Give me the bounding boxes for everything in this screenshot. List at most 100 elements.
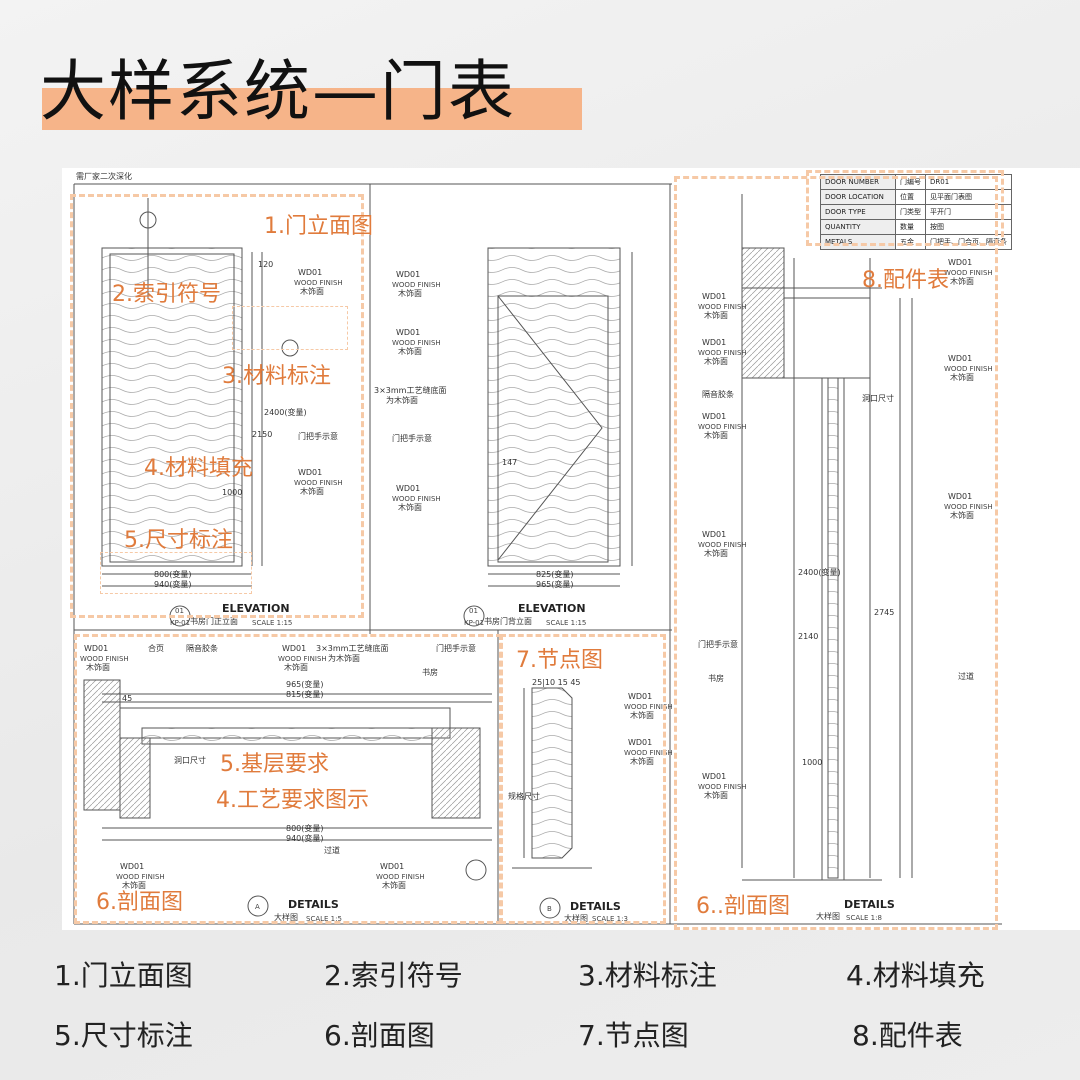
dim-h2: 2400(变量) bbox=[264, 408, 307, 417]
finish-code: WD bbox=[298, 468, 313, 477]
room-study-a: 书房 bbox=[422, 668, 438, 677]
title-highlight bbox=[42, 88, 582, 130]
finish-cn: 木饰面 bbox=[398, 347, 422, 356]
elev-heading-left: ELEVATION bbox=[222, 602, 290, 615]
dims-b: 25|10 15 45 bbox=[532, 678, 581, 687]
finish-code: WD bbox=[702, 338, 717, 347]
legend-item: 6.剖面图 bbox=[324, 1019, 435, 1052]
room-corridor-a: 过道 bbox=[324, 846, 340, 855]
finish-en: WOOD FINISH bbox=[624, 749, 673, 757]
finish-en: WOOD FINISH bbox=[944, 365, 993, 373]
groove-a-2: 为木饰面 bbox=[328, 654, 360, 663]
sheet-header: 需厂家二次深化 bbox=[76, 172, 132, 181]
finish-no: 01 bbox=[312, 468, 323, 477]
finish-code: WD bbox=[396, 328, 411, 337]
tag-base-requirement: 5.基层要求 bbox=[220, 752, 329, 777]
sectC-sub: 大样图 bbox=[816, 912, 840, 921]
annotation-box-elevation bbox=[70, 194, 364, 618]
finish-no: 01 bbox=[98, 644, 109, 653]
room-study-c: 书房 bbox=[708, 674, 724, 683]
seal-c: 隔音胶条 bbox=[702, 390, 734, 399]
finish-en: WOOD FINISH bbox=[698, 423, 747, 431]
elev-no-right: 01 bbox=[469, 607, 478, 615]
finish-no: 01 bbox=[716, 292, 727, 301]
drawing-lines bbox=[73, 183, 1002, 925]
handle-label: 门把手示意 bbox=[298, 432, 338, 441]
groove-label-2: 为木饰面 bbox=[386, 396, 418, 405]
finish-cn: 木饰面 bbox=[122, 881, 146, 890]
tag-section-2: 6..剖面图 bbox=[696, 894, 790, 919]
dim-h3: 1000 bbox=[222, 488, 243, 497]
legend-item: 3.材料标注 bbox=[578, 959, 717, 992]
finish-cn: 木饰面 bbox=[630, 757, 654, 766]
elev-sheet-right: KP-01 bbox=[464, 619, 485, 627]
finish-code: WD bbox=[298, 268, 313, 277]
finish-cn: 木饰面 bbox=[284, 663, 308, 672]
finish-code: WD bbox=[702, 292, 717, 301]
room-corridor-c: 过道 bbox=[958, 672, 974, 681]
dim-a-w4: 940(变量) bbox=[286, 834, 324, 843]
elev-sub-left: 书房门正立面 bbox=[190, 617, 238, 626]
handle-label-back: 门把手示意 bbox=[392, 434, 432, 443]
legend-item: 1.门立面图 bbox=[54, 959, 193, 992]
finish-en: WOOD FINISH bbox=[278, 655, 327, 663]
elev-sub-right: 书房门背立面 bbox=[484, 617, 532, 626]
finish-code: WD bbox=[702, 772, 717, 781]
finish-no: 01 bbox=[962, 492, 973, 501]
finish-en: WOOD FINISH bbox=[294, 479, 343, 487]
finish-en: WOOD FINISH bbox=[392, 339, 441, 347]
elev-scale-left: SCALE 1:15 bbox=[252, 619, 293, 627]
size-b: 规格尺寸 bbox=[508, 792, 540, 801]
finish-code: WD bbox=[628, 692, 643, 701]
finish-code: WD bbox=[120, 862, 135, 871]
finish-en: WOOD FINISH bbox=[392, 281, 441, 289]
tag-craft-requirement: 4.工艺要求图示 bbox=[216, 788, 369, 813]
finish-en: WOOD FINISH bbox=[698, 349, 747, 357]
finish-no: 01 bbox=[410, 484, 421, 493]
finish-no: 01 bbox=[716, 530, 727, 539]
spec-cn: 五金 bbox=[895, 234, 926, 250]
finish-cn: 木饰面 bbox=[300, 287, 324, 296]
sectC-scale: SCALE 1:8 bbox=[846, 914, 882, 922]
finish-code: WD bbox=[948, 354, 963, 363]
legend-item: 2.索引符号 bbox=[324, 959, 463, 992]
dim-h1: 2150 bbox=[252, 430, 273, 439]
finish-no: 01 bbox=[296, 644, 307, 653]
elev-no-left: 01 bbox=[175, 607, 184, 615]
annotation-box-material-label bbox=[232, 306, 348, 350]
finish-code: WD bbox=[948, 258, 963, 267]
finish-code: WD bbox=[396, 484, 411, 493]
sectB-heading: DETAILS bbox=[570, 900, 621, 913]
finish-no: 01 bbox=[410, 270, 421, 279]
finish-en: WOOD FINISH bbox=[294, 279, 343, 287]
finish-en: WOOD FINISH bbox=[698, 541, 747, 549]
finish-code: WD bbox=[396, 270, 411, 279]
handle-c: 门把手示意 bbox=[698, 640, 738, 649]
sectA-heading: DETAILS bbox=[288, 898, 339, 911]
finish-no: 01 bbox=[312, 268, 323, 277]
elev-sheet-left: KP-01 bbox=[170, 619, 191, 627]
finish-en: WOOD FINISH bbox=[698, 783, 747, 791]
finish-code: WD bbox=[282, 644, 297, 653]
finish-en: WOOD FINISH bbox=[698, 303, 747, 311]
sectA-letter: A bbox=[255, 903, 260, 911]
elev-heading-right: ELEVATION bbox=[518, 602, 586, 615]
elev-scale-right: SCALE 1:15 bbox=[546, 619, 587, 627]
finish-cn: 木饰面 bbox=[704, 791, 728, 800]
tag-dimension: 5.尺寸标注 bbox=[124, 528, 233, 553]
annotation-box-dimension bbox=[100, 552, 252, 594]
sectB-letter: B bbox=[547, 905, 552, 913]
spec-val: 门把手、门合页、隔音条 bbox=[925, 234, 1012, 250]
finish-cn: 木饰面 bbox=[950, 373, 974, 382]
dim-a-d: 45 bbox=[122, 694, 133, 703]
sectA-sub: 大样图 bbox=[274, 913, 298, 922]
finish-code: WD bbox=[628, 738, 643, 747]
dim-c-h4: 1000 bbox=[802, 758, 823, 767]
finish-cn: 木饰面 bbox=[950, 511, 974, 520]
legend-item: 4.材料填充 bbox=[846, 959, 985, 992]
groove-label: 3×3mm工艺缝底面 bbox=[374, 386, 447, 395]
dim-c-h3: 2140 bbox=[798, 632, 819, 641]
tag-material-label: 3.材料标注 bbox=[222, 364, 331, 389]
